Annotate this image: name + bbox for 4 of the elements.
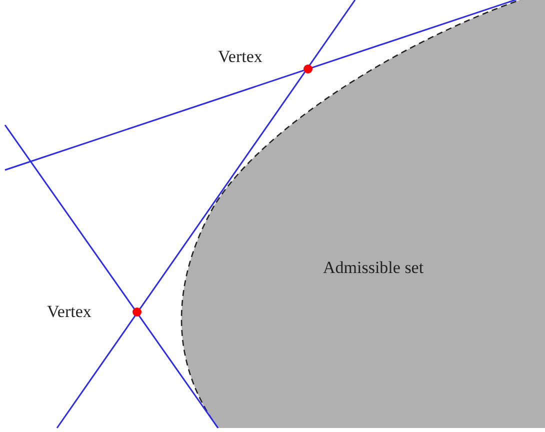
vertex-label: Vertex bbox=[218, 47, 262, 67]
vertex-label: Vertex bbox=[47, 302, 92, 322]
admissible-set-region bbox=[178, 0, 545, 428]
region-label: Admissible set bbox=[323, 258, 424, 278]
